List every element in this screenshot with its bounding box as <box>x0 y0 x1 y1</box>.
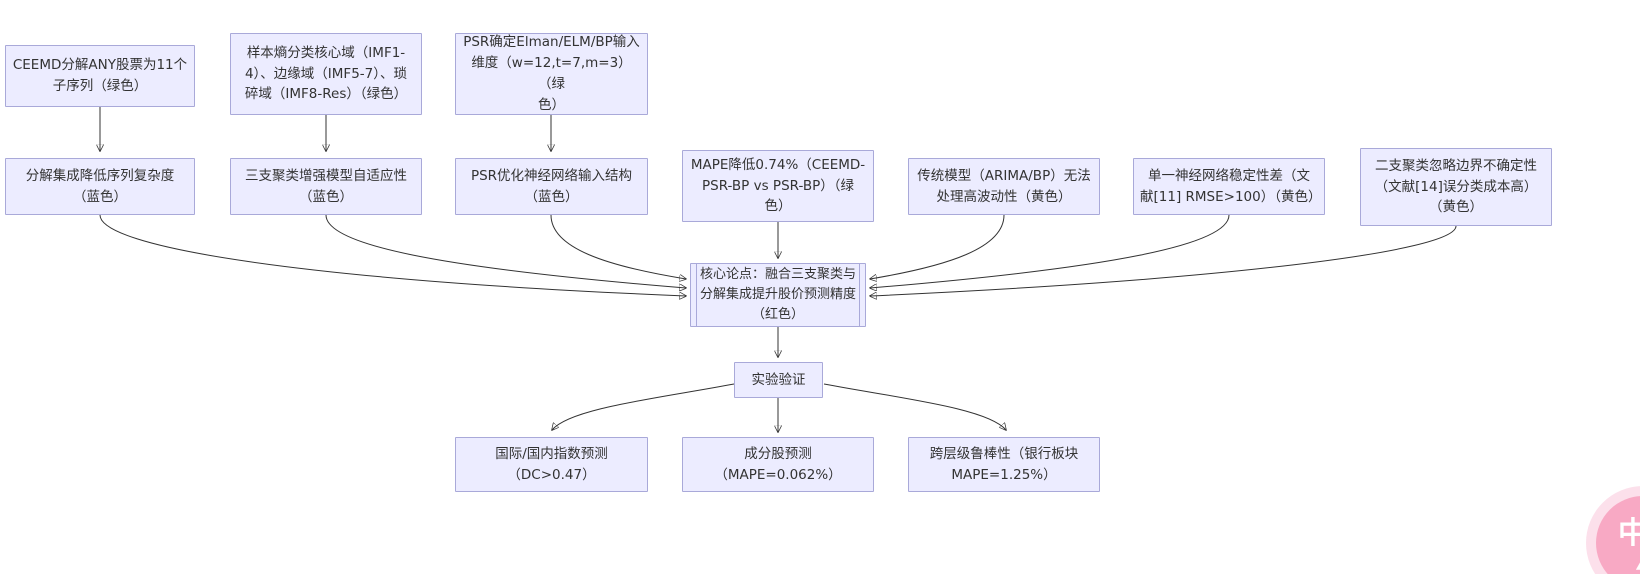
translate-zh-icon: 中 <box>1618 516 1640 551</box>
node-label: MAPE降低0.74%（CEEMD- PSR-BP vs PSR-BP）（绿 色… <box>690 156 866 215</box>
node-psr-optimizes-input-structure: PSR优化神经网络输入结构 （蓝色） <box>455 158 648 215</box>
node-label: 单一神经网络稳定性差（文 献[11] RMSE>100）（黄色） <box>1140 167 1322 205</box>
edge-complexity-to-core <box>99 214 686 296</box>
node-label: 实验验证 <box>751 371 806 388</box>
node-label: 国际/国内指数预测 （DC>0.47） <box>495 445 608 483</box>
edge-psrstructure-to-core <box>550 214 686 279</box>
node-three-way-clustering-adaptivity: 三支聚类增强模型自适应性 （蓝色） <box>230 158 422 215</box>
edge-singlenn-to-core <box>870 214 1230 288</box>
node-label: CEEMD分解ANY股票为11个 子序列（绿色） <box>12 57 188 94</box>
edge-validation-to-index <box>552 383 735 430</box>
edge-clustering-to-core <box>325 214 686 288</box>
node-label: 成分股预测 （MAPE=0.062%） <box>714 445 842 483</box>
node-label: 三支聚类增强模型自适应性 （蓝色） <box>245 167 407 205</box>
node-label: 传统模型（ARIMA/BP）无法 处理高波动性（黄色） <box>917 167 1091 205</box>
node-core-thesis: 核心论点：融合三支聚类与 分解集成提升股价预测精度 （红色） <box>690 263 866 327</box>
node-label: 跨层级鲁棒性（银行板块 MAPE=1.25%） <box>929 445 1079 483</box>
node-experimental-validation: 实验验证 <box>734 362 823 398</box>
node-label: 核心论点：融合三支聚类与 分解集成提升股价预测精度 （红色） <box>699 266 856 323</box>
node-index-prediction: 国际/国内指数预测 （DC>0.47） <box>455 437 648 492</box>
node-single-nn-instability: 单一神经网络稳定性差（文 献[11] RMSE>100）（黄色） <box>1133 158 1325 215</box>
translate-widget-button[interactable]: 中 A <box>1596 496 1640 574</box>
node-two-way-clustering-limitation: 二支聚类忽略边界不确定性 （文献[14]误分类成本高） （黄色） <box>1360 148 1552 226</box>
node-label: PSR优化神经网络输入结构 （蓝色） <box>470 167 633 205</box>
node-ceemd-decomposition: CEEMD分解ANY股票为11个 子序列（绿色） <box>5 45 195 107</box>
edge-validation-to-robustness <box>823 383 1006 430</box>
translate-en-icon: A <box>1638 540 1640 574</box>
node-cross-level-robustness: 跨层级鲁棒性（银行板块 MAPE=1.25%） <box>908 437 1100 492</box>
node-label: 样本熵分类核心域（IMF1- 4）、边缘域（IMF5-7）、琐 碎域（IMF8-… <box>244 44 408 103</box>
node-sample-entropy-domains: 样本熵分类核心域（IMF1- 4）、边缘域（IMF5-7）、琐 碎域（IMF8-… <box>230 33 422 115</box>
edge-traditional-to-core <box>870 214 1005 279</box>
node-decomposition-reduces-complexity: 分解集成降低序列复杂度 （蓝色） <box>5 158 195 215</box>
node-label: 分解集成降低序列复杂度 （蓝色） <box>25 167 175 205</box>
node-constituent-stock-prediction: 成分股预测 （MAPE=0.062%） <box>682 437 874 492</box>
node-label: PSR确定Elman/ELM/BP输入 维度（w=12,t=7,m=3）（绿 色… <box>463 34 640 113</box>
node-label: 二支聚类忽略边界不确定性 （文献[14]误分类成本高） （黄色） <box>1374 157 1538 216</box>
edge-twoway-to-core <box>870 225 1457 296</box>
node-psr-input-dimensions: PSR确定Elman/ELM/BP输入 维度（w=12,t=7,m=3）（绿 色… <box>455 33 648 115</box>
node-traditional-model-limitation: 传统模型（ARIMA/BP）无法 处理高波动性（黄色） <box>908 158 1100 215</box>
node-mape-improvement: MAPE降低0.74%（CEEMD- PSR-BP vs PSR-BP）（绿 色… <box>682 150 874 222</box>
